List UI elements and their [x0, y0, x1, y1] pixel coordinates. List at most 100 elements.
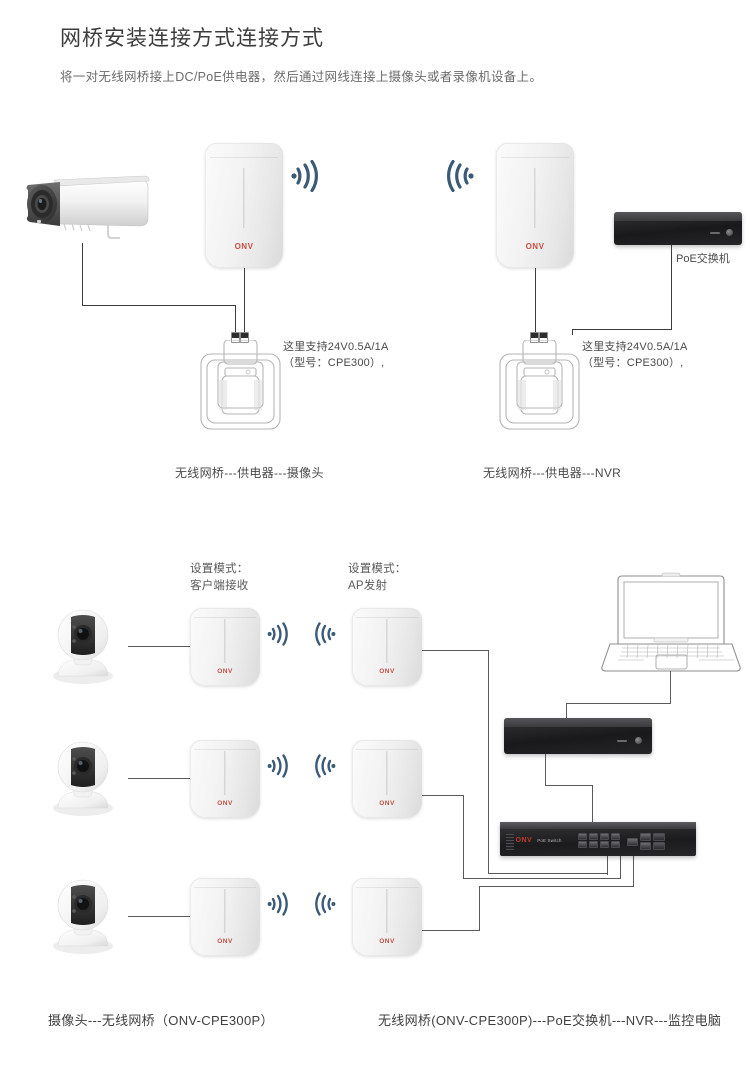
- nvr-led-indicator: [634, 736, 642, 744]
- switch-model-label: PoE Switch: [537, 837, 562, 843]
- onv-logo: ONV: [217, 938, 233, 946]
- connector-plug: [239, 332, 249, 343]
- wireless-bridge-ap-row1: ONV: [352, 608, 422, 686]
- annotation-power-spec-right: 这里支持24V0.5A/1A （型号：CPE300）,: [582, 341, 688, 369]
- wifi-signal-icon: [312, 622, 338, 646]
- wireless-bridge-cpe-right: ONV: [496, 143, 574, 268]
- wireless-bridge-client-row2: ONV: [190, 740, 260, 818]
- bridge-seam: [534, 168, 536, 228]
- port-pair: [611, 832, 621, 851]
- wire-nvr-horizontal: [572, 329, 672, 331]
- wireless-bridge-client-row1: ONV: [190, 608, 260, 686]
- bridge-seam: [386, 618, 388, 663]
- mode-label-ap: 设置模式： AP发射: [348, 563, 407, 593]
- annotation-power-spec-left: 这里支持24V0.5A/1A （型号：CPE300）,: [283, 341, 389, 369]
- wire-ap1-out: [422, 650, 489, 652]
- page-title: 网桥安装连接方式连接方式: [60, 27, 324, 50]
- ptz-camera-icon: [38, 605, 128, 685]
- switch-port-array: [578, 832, 666, 851]
- wifi-signal-icon: [312, 892, 338, 916]
- nvr-status-strip: [616, 739, 627, 742]
- nvr-top-panel: [504, 718, 652, 728]
- wire-laptop-drop: [670, 671, 672, 704]
- wireless-bridge-cpe-left: ONV: [205, 143, 283, 268]
- ethernet-port-icon: [627, 837, 639, 846]
- caption-top-left: 无线网桥---供电器---摄像头: [175, 466, 324, 480]
- wire-nvr-to-injector: [572, 329, 574, 335]
- wire-bridge-to-injector: [534, 268, 536, 335]
- wire-ap2-switch-port: [620, 855, 622, 879]
- wifi-signal-icon: [443, 160, 477, 192]
- wifi-signal-icon: [288, 160, 322, 192]
- wire-ap3-to-switch: [479, 886, 634, 888]
- caption-top-right: 无线网桥---供电器---NVR: [483, 466, 622, 480]
- wire-camera-horizontal: [82, 305, 236, 307]
- ethernet-port-icon: [589, 832, 599, 840]
- nvr-top-panel: [614, 212, 742, 221]
- wire-ap1-trunk: [488, 650, 490, 874]
- nvr-led-indicator: [726, 229, 734, 237]
- caption-bottom-left: 摄像头---无线网桥（ONV-CPE300P）: [48, 1013, 274, 1028]
- switch-vent: [505, 834, 514, 850]
- sfp-slots: [653, 832, 666, 851]
- ethernet-port-icon: [640, 842, 652, 851]
- wire-camera-to-bridge-row2: [128, 778, 190, 780]
- page-subtitle: 将一对无线网桥接上DC/PoE供电器，然后通过网线连接上摄像头或者录像机设备上。: [60, 70, 543, 84]
- wire-laptop-horizontal: [566, 703, 671, 705]
- wire-ap2-out: [422, 795, 464, 797]
- port-pair: [589, 832, 599, 851]
- wifi-signal-icon: [265, 892, 291, 916]
- onv-logo: ONV: [234, 241, 254, 251]
- wire-ap3-out: [422, 930, 480, 932]
- onv-logo: ONV: [515, 837, 533, 845]
- ethernet-port-icon: [600, 841, 610, 849]
- wire-ap3-trunk: [479, 886, 481, 931]
- wire-ap2-trunk: [463, 795, 465, 879]
- ptz-camera-icon: [38, 875, 128, 955]
- wireless-bridge-ap-row2: ONV: [352, 740, 422, 818]
- onv-logo: ONV: [379, 938, 395, 946]
- wire-nvr-drop: [545, 754, 547, 786]
- bullet-camera-icon: [12, 168, 152, 248]
- wire-nvr-horizontal: [545, 785, 593, 787]
- poe-power-injector-left: [198, 339, 283, 432]
- onv-logo: ONV: [217, 668, 233, 676]
- wire-ap3-switch-port: [633, 855, 635, 887]
- nvr-recorder-top: [614, 212, 742, 245]
- ethernet-port-icon: [640, 832, 652, 841]
- wireless-bridge-client-row3: ONV: [190, 878, 260, 956]
- wire-ap2-to-switch: [463, 878, 621, 880]
- wireless-bridge-ap-row3: ONV: [352, 878, 422, 956]
- ethernet-port-icon: [578, 832, 588, 840]
- wire-camera-to-injector: [235, 305, 237, 335]
- port-pair: [578, 832, 588, 851]
- bridge-seam: [243, 168, 245, 228]
- wire-laptop-to-nvr: [566, 703, 568, 720]
- poe-switch-device: ONV PoE Switch: [500, 822, 696, 856]
- onv-logo: ONV: [379, 800, 395, 808]
- ptz-camera-icon: [38, 737, 128, 817]
- uplink-port: [627, 833, 639, 851]
- onv-logo: ONV: [379, 668, 395, 676]
- onv-logo: ONV: [217, 800, 233, 808]
- onv-logo: ONV: [525, 241, 545, 251]
- bridge-seam: [224, 888, 226, 933]
- port-pair: [600, 832, 610, 851]
- wifi-signal-icon: [312, 754, 338, 778]
- caption-bottom-right: 无线网桥(ONV-CPE300P)---PoE交换机---NVR---监控电脑: [378, 1013, 722, 1028]
- switch-top-lip: [500, 822, 696, 829]
- bridge-seam: [386, 750, 388, 795]
- wire-camera-to-bridge-row1: [128, 646, 190, 648]
- ethernet-port-icon: [600, 832, 610, 840]
- wire-bridge-to-injector: [243, 268, 245, 335]
- wire-ap1-switch-port: [607, 855, 609, 875]
- sfp-port-icon: [653, 842, 666, 851]
- ethernet-port-icon: [578, 841, 588, 849]
- connector-plug: [538, 332, 548, 343]
- ethernet-port-icon: [611, 841, 621, 849]
- bridge-seam: [224, 750, 226, 795]
- wifi-signal-icon: [265, 754, 291, 778]
- ethernet-port-icon: [589, 841, 599, 849]
- wire-ap1-to-switch: [488, 873, 608, 875]
